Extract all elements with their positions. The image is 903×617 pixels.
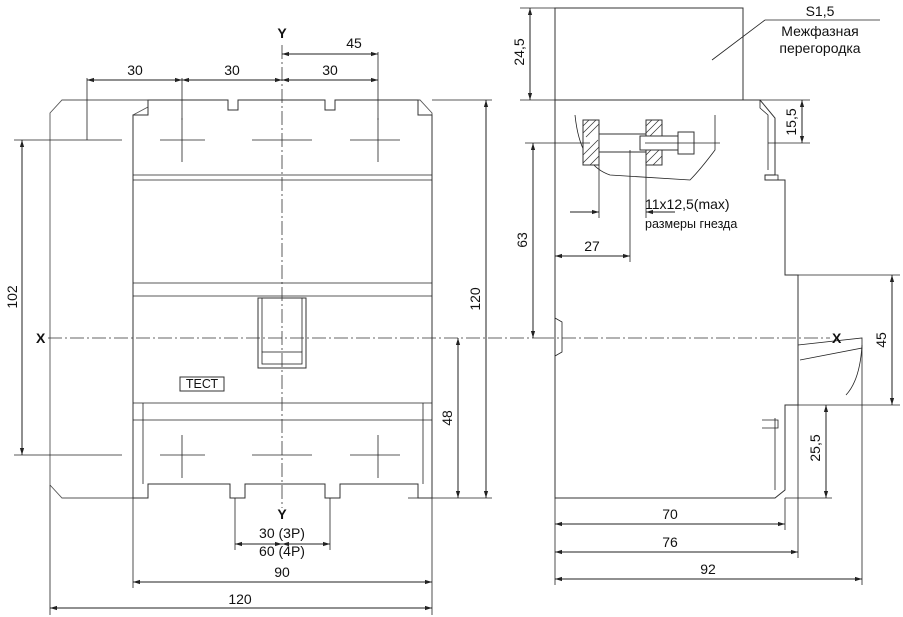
dim-120-height: 120 [467,287,483,311]
dim-15-5: 15,5 [783,108,799,135]
socket-size: 11x12,5(max) [645,196,730,212]
dim-45-top: 45 [346,35,362,51]
front-view: ТЕСТ Y Y X 30 30 30 45 [4,25,540,615]
dim-48: 48 [439,410,455,426]
dim-76: 76 [662,534,678,550]
dim-30-left: 30 [127,62,143,78]
side-view: X 24,5 S1,5 Межфазная перегородка 15,5 6… [511,3,900,585]
dim-30-mid: 30 [224,62,240,78]
test-button-label: ТЕСТ [186,377,219,391]
test-button [179,376,225,392]
partition-label-line2: перегородка [779,40,860,56]
y-axis-label-top: Y [277,25,287,41]
y-axis-label-bottom: Y [277,506,287,522]
side-body [554,99,799,499]
terminal-socket [574,114,716,181]
partition-label-line1: Межфазная [781,23,858,39]
dim-120-width: 120 [228,591,252,607]
dim-24-5: 24,5 [511,38,527,65]
dim-92: 92 [700,561,716,577]
dim-30-right: 30 [322,62,338,78]
dim-25-5: 25,5 [807,434,823,461]
dim-70: 70 [662,506,678,522]
dim-102: 102 [4,285,20,309]
dim-30-3p: 30 (3P) [259,525,305,541]
dim-60-4p: 60 (4P) [259,543,305,559]
socket-note: размеры гнезда [645,217,737,231]
x-axis-label-left: X [36,330,46,346]
dim-27: 27 [584,238,600,254]
side-lever [797,337,863,361]
dim-90: 90 [274,564,290,580]
dim-63: 63 [514,232,530,248]
phase-partition [554,7,744,101]
x-axis-label-right: X [832,330,842,346]
partition-code: S1,5 [806,3,835,19]
dim-45-right: 45 [873,332,889,348]
